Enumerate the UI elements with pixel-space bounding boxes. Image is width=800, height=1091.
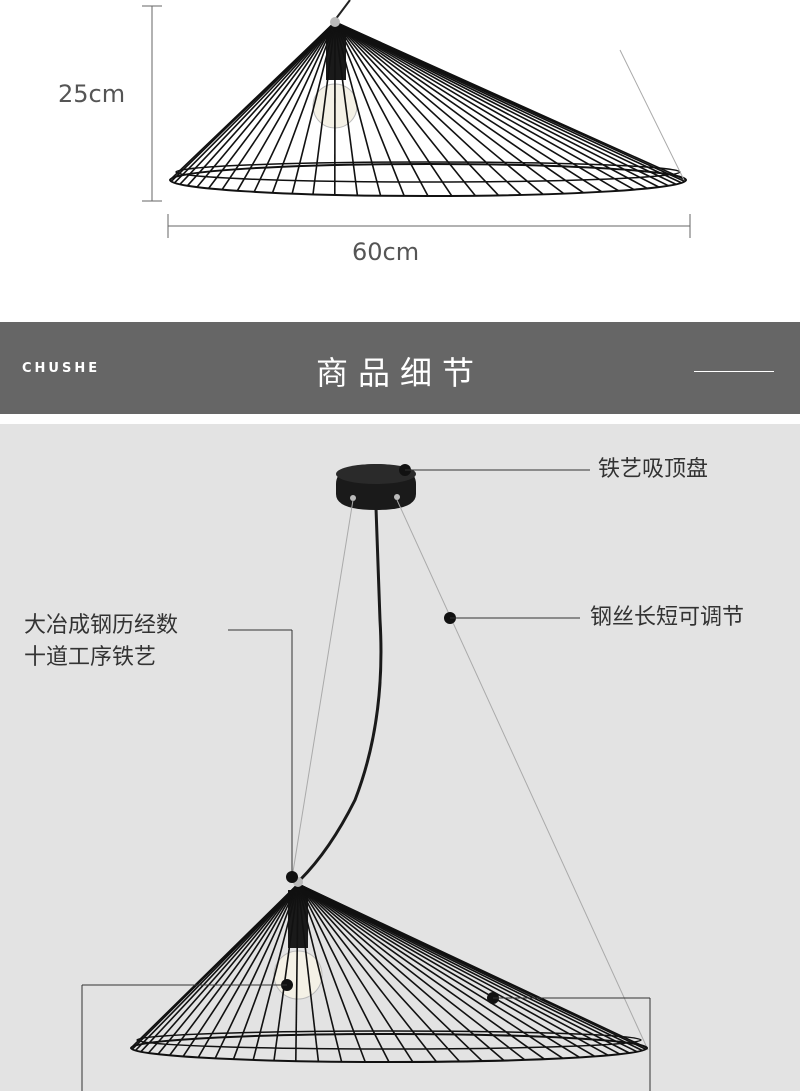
steel-wire-left (291, 499, 354, 879)
callout-rim (487, 992, 651, 1091)
cage-rib (297, 883, 390, 1063)
cage-rib (334, 21, 565, 195)
cage-rib (334, 21, 382, 196)
cage-rib (297, 883, 609, 1057)
steel-wire-right (396, 499, 649, 1051)
cage-rib (173, 21, 336, 184)
width-label: 60cm (352, 238, 420, 266)
section-title: 商品细节 (315, 354, 484, 392)
cage-rib (253, 21, 336, 193)
cage-rib (334, 21, 359, 196)
cage-rib (297, 883, 343, 1062)
lamp-top-image (169, 0, 687, 197)
cage-rib (334, 21, 584, 194)
cage-rib (334, 21, 405, 197)
brand-name: CHUSHE (22, 361, 101, 376)
callout-label-craft-line1: 大冶成钢历经数 (24, 613, 179, 638)
cage-rib (297, 883, 366, 1063)
cage-rib (297, 883, 596, 1058)
cage-rib (334, 21, 522, 196)
ceiling-plate-image (336, 464, 416, 510)
cage-rib (297, 883, 648, 1049)
cage-rib (271, 21, 336, 194)
cage-rib (334, 21, 544, 195)
cage-rib (147, 883, 299, 1054)
cage-rib (334, 21, 635, 191)
cage-rib (334, 21, 453, 197)
cage-rib (168, 883, 299, 1056)
cage-rib (334, 21, 500, 196)
height-label: 25cm (58, 80, 126, 108)
cage-rib (207, 21, 336, 189)
cage-rib (297, 883, 461, 1063)
cage-rib (297, 883, 483, 1062)
cage-rib (252, 883, 299, 1061)
cage-rib (197, 883, 299, 1058)
lamp-detail-image (130, 877, 648, 1063)
cage-rib (297, 883, 526, 1061)
cage-rib (236, 21, 336, 192)
cage-rib (297, 883, 505, 1062)
cage-rib (221, 21, 336, 191)
section-banner (0, 322, 800, 414)
cage-rib (295, 883, 299, 1062)
cage-rib (334, 21, 687, 181)
cage-rib (297, 883, 621, 1055)
cage-rib (334, 21, 660, 188)
cage-rib (291, 21, 336, 194)
height-dimension-line (142, 5, 162, 202)
cage-rib (297, 883, 438, 1063)
cage-rib (297, 883, 545, 1060)
cage-rib (297, 883, 320, 1062)
banner-divider (694, 371, 774, 372)
callout-steel-wire (444, 612, 580, 624)
cage-rib (334, 21, 648, 190)
cage-rib (140, 883, 299, 1053)
cage-rib (297, 883, 414, 1063)
callout-label-steel-wire: 钢丝长短可调节 (590, 605, 745, 630)
cage-rib (157, 883, 299, 1055)
cage-rib (297, 883, 581, 1059)
power-cord (298, 507, 383, 882)
cage-rib (273, 883, 299, 1061)
callout-ceiling-plate (399, 464, 590, 476)
cage-rib (179, 21, 336, 185)
cage-rib (196, 21, 336, 188)
cage-rib (334, 21, 429, 197)
callout-craft (228, 629, 298, 883)
cage-rib (232, 883, 299, 1060)
callout-label-craft-line2: 十道工序铁艺 (24, 645, 157, 670)
callout-bulb (81, 979, 293, 1091)
detail-section (0, 424, 800, 1091)
cage-rib (214, 883, 299, 1059)
cage-rib (186, 21, 336, 187)
cage-rib (182, 883, 299, 1057)
cage-rib (334, 21, 620, 192)
callout-label-ceiling-plate: 铁艺吸顶盘 (598, 457, 709, 482)
cage-rib (312, 21, 336, 195)
cage-rib (297, 883, 564, 1059)
cage-rib (334, 21, 477, 197)
cage-rib (334, 21, 603, 193)
width-dimension-line (167, 214, 691, 238)
